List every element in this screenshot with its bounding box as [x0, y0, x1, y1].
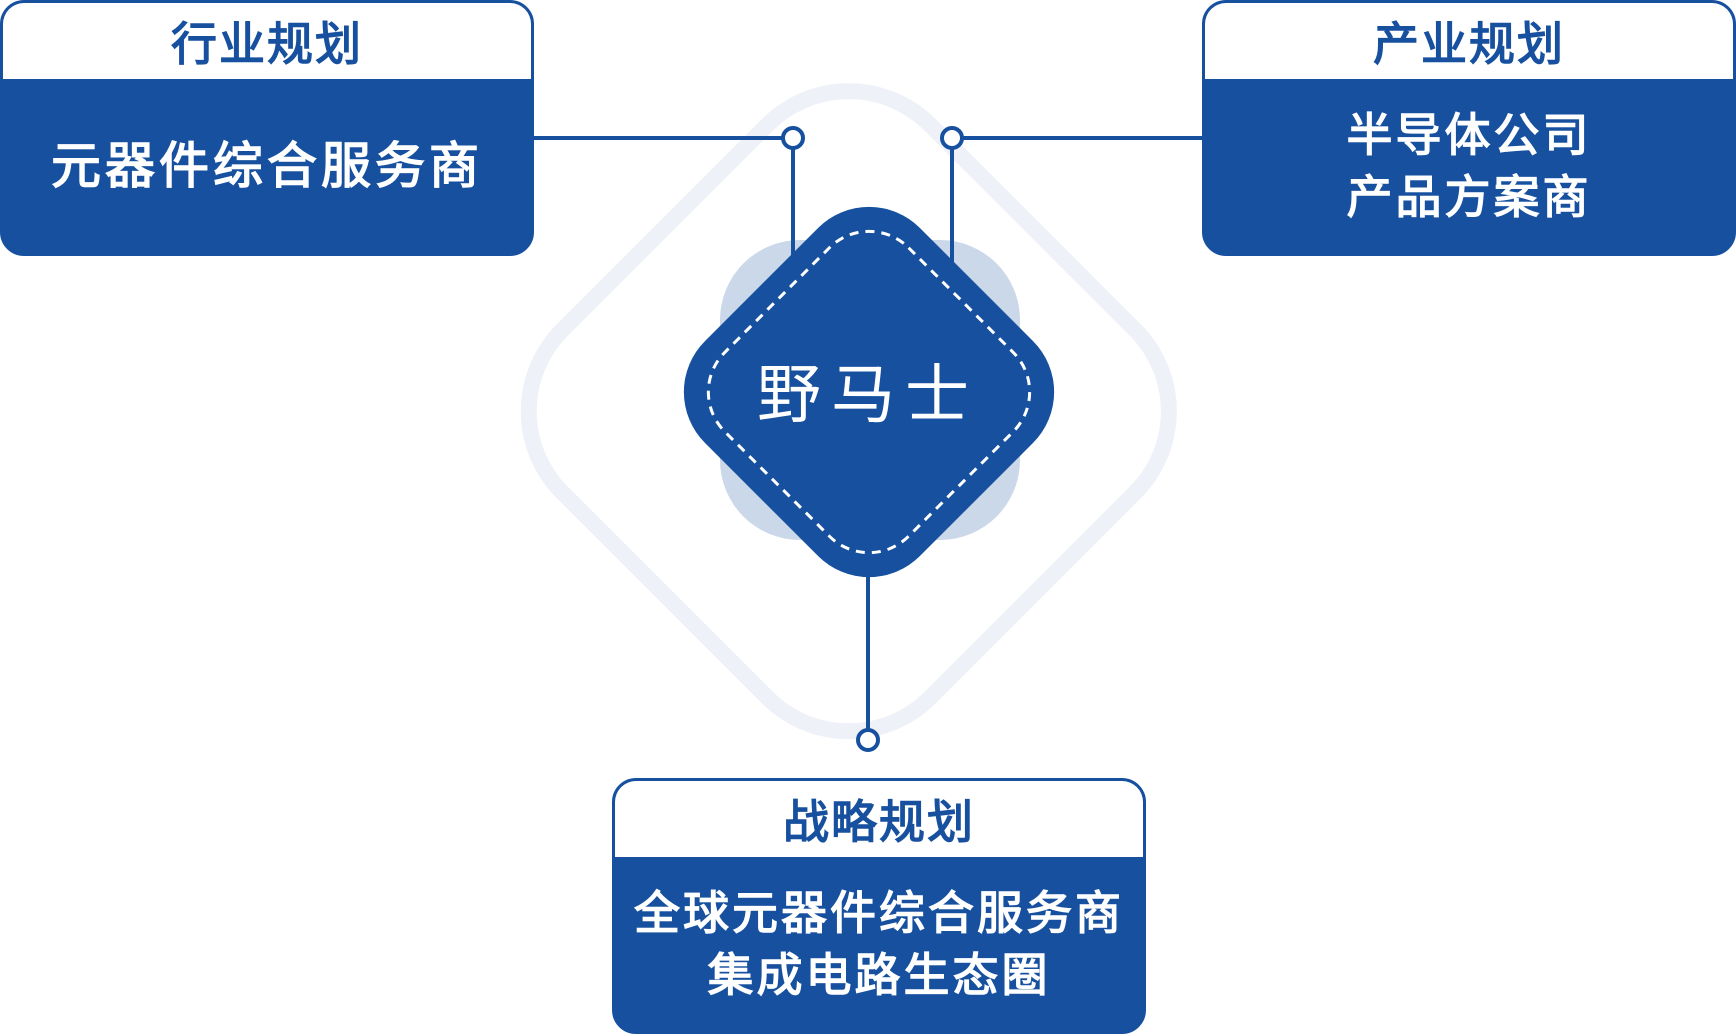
center-diamond-dashed-border — [706, 229, 1032, 555]
center-label: 野马士 — [757, 359, 979, 433]
card-strategy-planning: 战略规划 全球元器件综合服务商 集成电路生态圈 — [612, 778, 1146, 1034]
node-circle-right — [940, 126, 964, 150]
card-line: 全球元器件综合服务商 — [634, 886, 1124, 940]
card-line: 元器件综合服务商 — [51, 137, 483, 195]
node-circle-bottom — [856, 728, 880, 752]
card-line: 产品方案商 — [1346, 170, 1592, 224]
outer-ring — [520, 83, 1177, 740]
card-body: 元器件综合服务商 — [3, 79, 531, 253]
card-line: 半导体公司 — [1346, 108, 1592, 162]
node-circle-left — [781, 126, 805, 150]
card-line: 集成电路生态圈 — [707, 948, 1051, 1002]
card-body: 半导体公司 产品方案商 — [1205, 79, 1733, 253]
card-header: 行业规划 — [3, 3, 531, 79]
card-body: 全球元器件综合服务商 集成电路生态圈 — [615, 857, 1143, 1031]
card-header: 产业规划 — [1205, 3, 1733, 79]
card-industry-planning: 行业规划 元器件综合服务商 — [0, 0, 534, 256]
card-sector-planning: 产业规划 半导体公司 产品方案商 — [1202, 0, 1736, 256]
card-header: 战略规划 — [615, 781, 1143, 857]
